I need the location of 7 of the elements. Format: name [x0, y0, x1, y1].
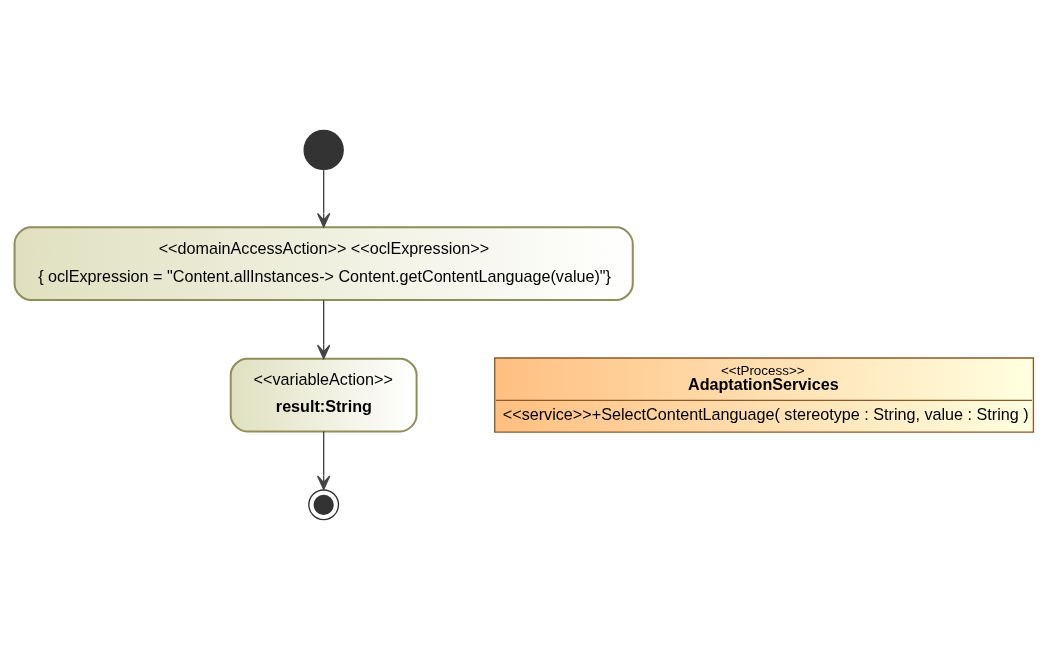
- node-box: <<domainAccessAction>> <<oclExpression>> { oclExpression = "Content.allInstances-> Content.getContentLanguage(value)"}: [13, 225, 634, 301]
- node-circle: [308, 488, 340, 520]
- node-box: <<variableAction>> result:String: [229, 357, 418, 432]
- arrow: [316, 430, 331, 490]
- arrow: [316, 168, 331, 228]
- node-circle: [303, 129, 344, 170]
- arrow: [316, 299, 331, 359]
